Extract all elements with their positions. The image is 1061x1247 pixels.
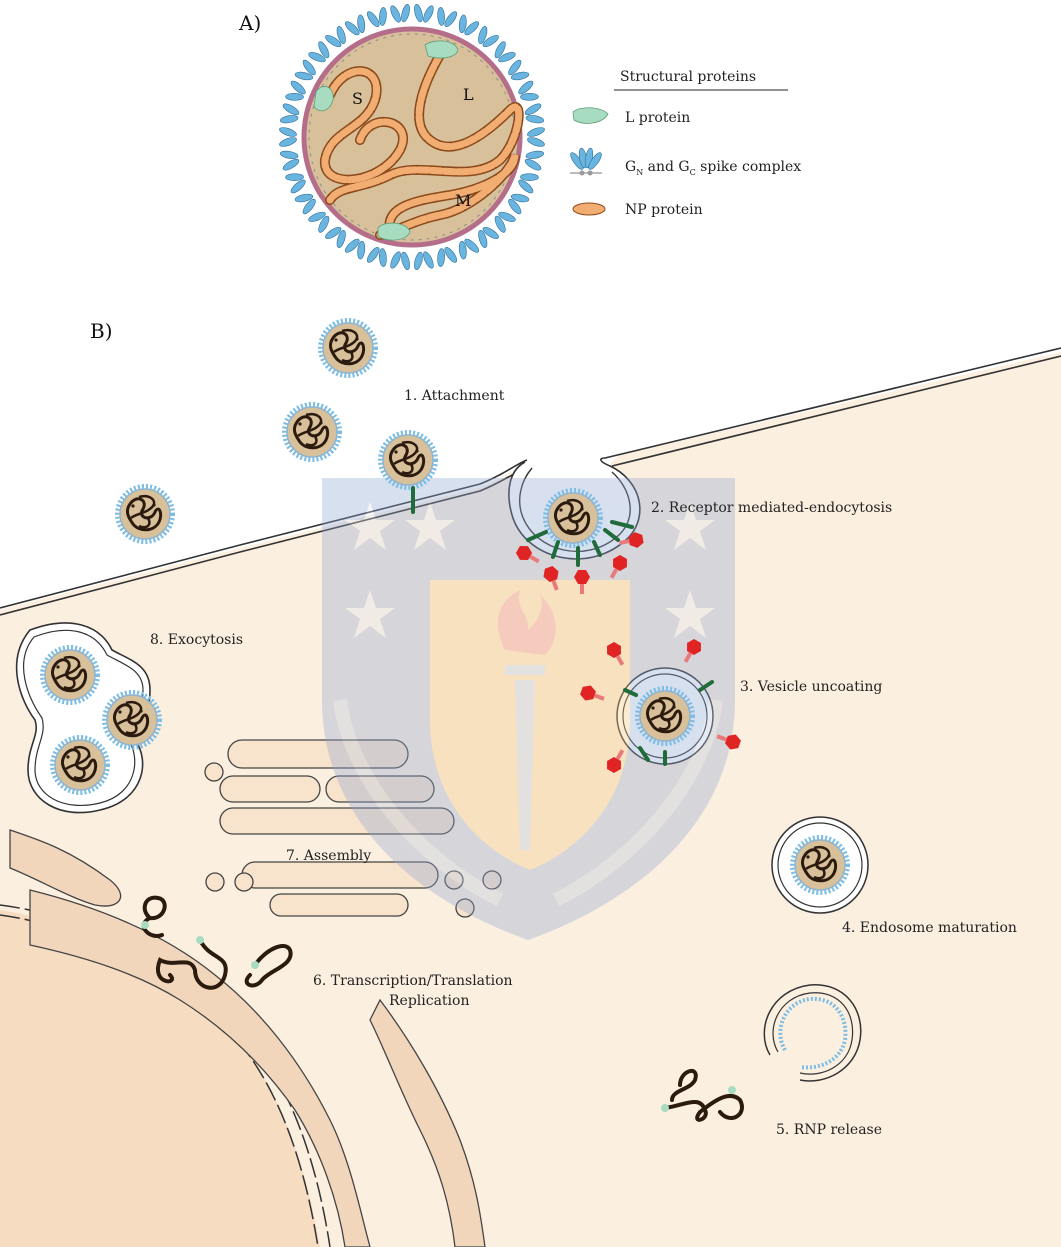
legend: Structural proteins L protein GN and GC … [568,69,801,218]
spike-complex [522,101,545,127]
legend-spike-complex: GN and GC spike complex [625,159,801,177]
legend-np-protein: NP protein [625,202,703,218]
step-3-label: 3. Vesicle uncoating [740,679,882,695]
step-6-label-line-2: Replication [389,993,469,1009]
legend-title: Structural proteins [620,69,756,85]
l-protein-icon [378,223,410,240]
panel-a-label: A) [238,11,261,35]
spike-complex [515,168,541,196]
panel-b-label: B) [90,319,113,343]
spike-complex [526,126,545,149]
step-6-label-line-1: 6. Transcription/Translation [313,973,513,989]
spike-complex [388,3,412,24]
spike-complex [342,234,371,261]
step-8-label: 8. Exocytosis [150,632,243,648]
l-protein-icon [425,41,458,58]
segment-s-label: S [352,89,363,108]
step-1-label: 1. Attachment [404,388,505,404]
virion [285,405,339,459]
virion [321,321,375,375]
spike-complex [432,244,459,269]
spike-complex [364,5,391,30]
spike-complex [453,234,482,261]
spike-complex [453,12,482,39]
segment-m-label: M [455,191,471,210]
spike-complex [278,126,297,149]
spike-complex [515,78,541,106]
spike-complex [432,5,459,30]
spike-complex-legend-icon [568,148,603,176]
step-4-label: 4. Endosome maturation [842,920,1017,936]
spike-complex [278,147,301,173]
l-protein-legend-icon [573,108,608,124]
segment-l-label: L [463,85,474,104]
step-7-label: 7. Assembly [286,848,371,864]
spike-complex [283,78,309,106]
virion [118,487,172,541]
spike-complex [364,244,391,269]
virion-structure: S L M [278,3,545,271]
np-protein-legend-icon [573,203,605,215]
spike-complex [283,168,309,196]
step-2-label: 2. Receptor mediated-endocytosis [651,500,892,516]
step-5-label: 5. RNP release [776,1122,882,1138]
legend-l-protein: L protein [625,110,690,126]
spike-complex [522,147,545,173]
spike-complex [388,250,412,271]
spike-complex [342,12,371,39]
spike-complex [278,101,301,127]
spike-complex [411,250,435,271]
spike-complex [411,3,435,24]
